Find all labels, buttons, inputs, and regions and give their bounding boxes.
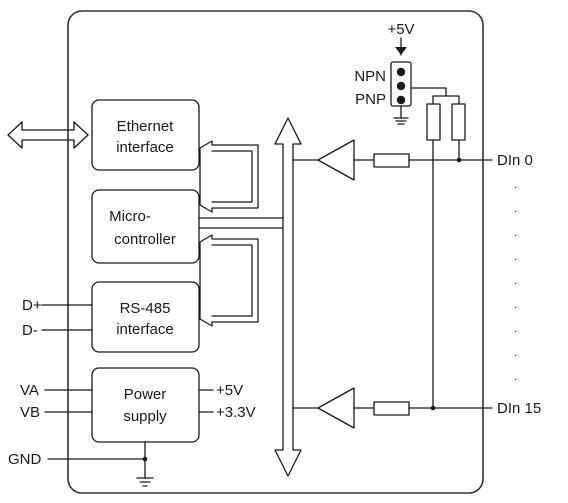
gnd-line xyxy=(47,441,146,479)
ethernet-mcu-connector xyxy=(199,140,259,213)
mcu-bus-link xyxy=(198,217,284,229)
pull-resistor-right xyxy=(451,103,466,141)
ethernet-bidirectional-arrow xyxy=(7,121,89,149)
out-33v-label: +3.3V xyxy=(216,404,256,421)
supply-arrow-icon xyxy=(395,47,407,55)
pull-resistor-left xyxy=(426,103,441,141)
ellipsis-dot-4: . xyxy=(514,249,517,263)
rs485-mcu-connector xyxy=(199,234,259,327)
ethernet-interface-block xyxy=(91,99,200,171)
ellipsis-dot-1: . xyxy=(514,177,517,191)
ground-symbol xyxy=(136,477,154,487)
microcontroller-block xyxy=(91,189,200,264)
rs485-interface-block xyxy=(91,281,200,353)
din-last-label: DIn 15 xyxy=(497,400,541,417)
ellipsis-dot-5: . xyxy=(514,273,517,287)
ellipsis-dot-9: . xyxy=(514,369,517,383)
micro-label-2: controller xyxy=(114,231,176,248)
jumper-pin-3 xyxy=(396,95,406,105)
va-label: VA xyxy=(20,382,39,399)
module-enclosure xyxy=(67,10,484,494)
ellipsis-dot-3: . xyxy=(514,225,517,239)
pull-resistor-wiring xyxy=(411,87,460,409)
pnp-label: PNP xyxy=(355,91,386,108)
micro-label-1: Micro- xyxy=(109,208,151,225)
power-label-1: Power xyxy=(124,386,167,403)
din-first-label: DIn 0 xyxy=(497,152,533,169)
jumper-pin-2 xyxy=(396,81,406,91)
jumper-pin-1 xyxy=(396,67,406,77)
input-buffer-0 xyxy=(317,139,355,181)
d-plus-label: D+ xyxy=(22,297,42,314)
input-resistor-0 xyxy=(373,153,410,168)
power-label-2: supply xyxy=(123,408,167,425)
ethernet-label-1: Ethernet xyxy=(117,118,175,135)
channel-ellipsis: ......... xyxy=(514,177,517,383)
vcc-label: +5V xyxy=(387,21,414,38)
vb-label: VB xyxy=(20,404,40,421)
ellipsis-dot-2: . xyxy=(514,201,517,215)
junction-dot-din0 xyxy=(456,157,462,163)
input-resistor-15 xyxy=(373,401,410,416)
rs485-label-1: RS-485 xyxy=(120,300,171,317)
gnd-label: GND xyxy=(8,451,42,468)
power-supply-block xyxy=(91,367,200,443)
ellipsis-dot-8: . xyxy=(514,345,517,359)
junction-dot-gnd xyxy=(142,456,148,462)
d-minus-label: D- xyxy=(22,322,38,339)
ellipsis-dot-7: . xyxy=(514,321,517,335)
ellipsis-dot-6: . xyxy=(514,297,517,311)
input-buffer-15 xyxy=(317,387,355,429)
junction-dot-din15 xyxy=(430,405,436,411)
jumper-ground-line xyxy=(393,105,409,125)
out-5v-label: +5V xyxy=(216,382,243,399)
internal-bus-arrow xyxy=(274,117,302,477)
ethernet-label-2: interface xyxy=(116,139,174,156)
npn-label: NPN xyxy=(354,68,386,85)
rs485-label-2: interface xyxy=(116,321,174,338)
